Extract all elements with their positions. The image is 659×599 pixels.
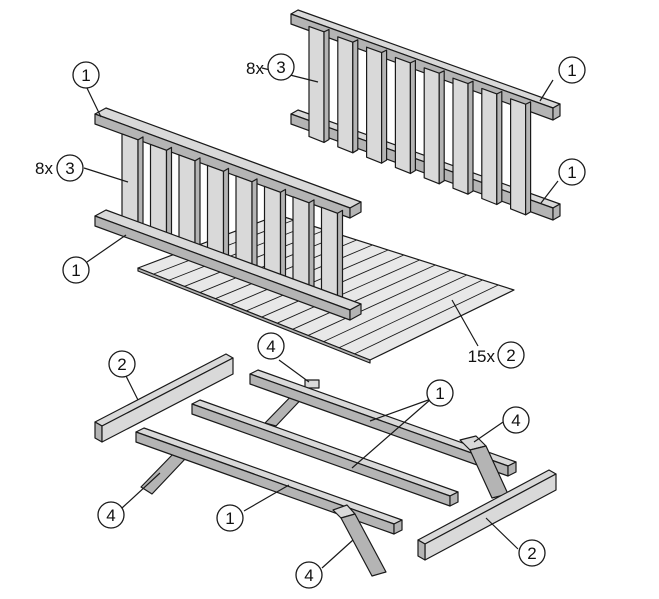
deck-board-seam [307, 269, 452, 336]
svg-text:2: 2 [527, 544, 536, 563]
back-picket-side [438, 70, 445, 185]
callouts: 1 8x 3 1 8x 3 1 1 15x 2 [35, 53, 586, 589]
back-picket-side [352, 39, 359, 154]
deck-board-seam [338, 279, 483, 349]
callout-part-4: 4 [295, 561, 323, 589]
svg-text:2: 2 [506, 346, 515, 365]
middle-beam [191, 399, 459, 497]
front-left-leg [140, 451, 187, 495]
back-picket [481, 87, 498, 206]
svg-text:1: 1 [567, 163, 576, 182]
callout-part-4: 4 [502, 406, 530, 434]
svg-text:4: 4 [304, 566, 313, 585]
svg-text:8x: 8x [246, 59, 264, 78]
svg-text:15x: 15x [468, 347, 496, 366]
callout-part-1: 1 [558, 158, 586, 186]
back-picket-side [496, 90, 503, 206]
deck-board-seam [354, 284, 499, 355]
front-pickets [121, 133, 344, 315]
callout-part-1: 1 [62, 256, 90, 284]
back-picket [394, 56, 411, 175]
back-picket [423, 67, 440, 185]
callout-part-4: 4 [97, 501, 125, 529]
back-railing-panel [290, 9, 561, 221]
back-picket [337, 36, 354, 154]
frame-parts [94, 353, 557, 577]
front-right-leg [340, 513, 387, 577]
svg-text:3: 3 [65, 159, 74, 178]
back-pickets [308, 25, 532, 216]
svg-text:4: 4 [266, 337, 275, 356]
callout-part-2: 2 [108, 350, 136, 378]
back-picket-side [467, 80, 474, 195]
svg-text:4: 4 [106, 506, 115, 525]
back-picket-side [409, 59, 416, 175]
callout-part-2: 2 [518, 539, 546, 567]
front-beam [135, 427, 403, 525]
back-picket [452, 77, 469, 195]
svg-text:2: 2 [117, 355, 126, 374]
callout-part-1: 1 [426, 379, 454, 407]
callout-part-1: 1 [72, 61, 100, 89]
svg-text:1: 1 [71, 261, 80, 280]
front-railing-panel [94, 107, 362, 321]
deck-board-seam [277, 259, 420, 324]
callout-part-4: 4 [257, 332, 285, 360]
back-picket [366, 46, 383, 164]
svg-text:1: 1 [225, 509, 234, 528]
svg-text:1: 1 [567, 61, 576, 80]
back-picket [510, 98, 527, 216]
svg-text:1: 1 [435, 384, 444, 403]
svg-text:8x: 8x [35, 159, 53, 178]
callout-part-2: 15x 2 [468, 341, 525, 369]
callout-part-1: 1 [558, 56, 586, 84]
svg-text:4: 4 [511, 411, 520, 430]
deck-board-seam [246, 249, 389, 312]
back-picket [308, 25, 325, 144]
back-picket-side [524, 101, 532, 216]
callout-part-3: 8x 3 [246, 53, 295, 81]
back-picket-side [323, 28, 330, 144]
back-picket-side [381, 49, 388, 164]
callout-part-1: 1 [216, 504, 244, 532]
deck-board-seam [292, 264, 436, 330]
callout-part-3: 8x 3 [35, 154, 84, 182]
svg-text:3: 3 [276, 58, 285, 77]
svg-text:1: 1 [81, 66, 90, 85]
deck-board-seam [323, 274, 467, 343]
